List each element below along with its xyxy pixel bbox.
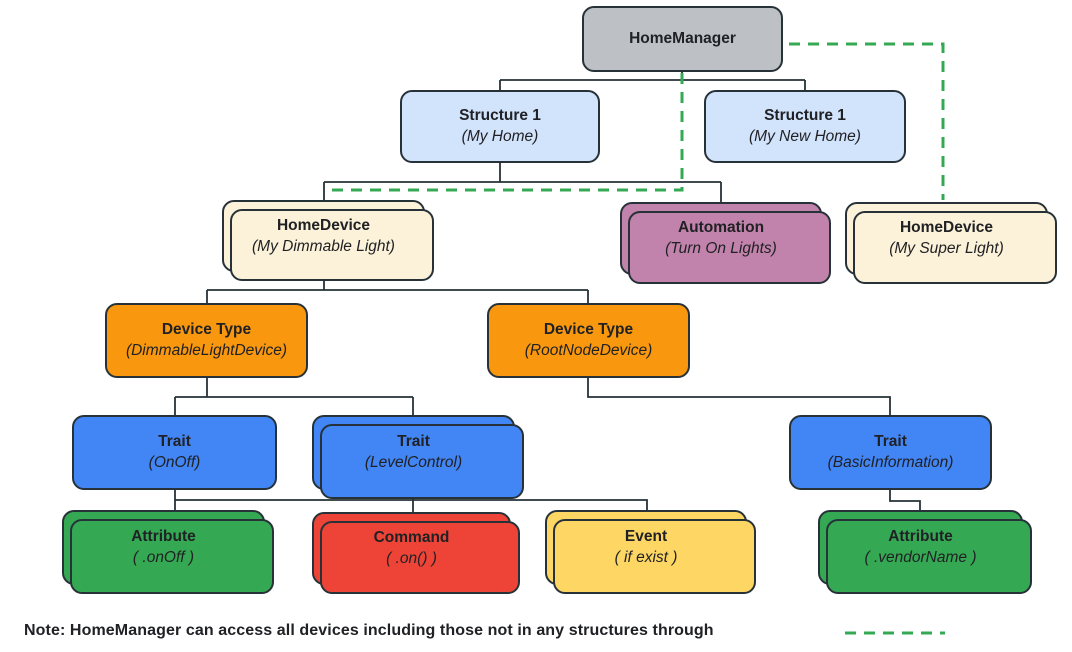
node-trait-levelcontrol: Trait (LevelControl): [312, 415, 524, 499]
node-label: HomeDevice: [899, 219, 994, 236]
node-sublabel: (My New Home): [749, 128, 861, 145]
node-sublabel: (My Home): [461, 128, 539, 145]
node-label: Automation: [677, 219, 765, 236]
node-sublabel: (BasicInformation): [827, 454, 954, 471]
node-label: Structure 1: [764, 107, 846, 124]
node-event-if-exist: Event ( if exist ): [545, 510, 756, 594]
node-home-device-super-light: HomeDevice (My Super Light): [845, 202, 1057, 284]
connector-devicetype-traits: [174, 378, 414, 415]
node-sublabel: (DimmableLightDevice): [125, 342, 288, 359]
node-command-on: Command ( .on() ): [312, 512, 520, 594]
connector-homemanager-structures: [499, 72, 806, 90]
dashed-homemanager-dimmablelight: [326, 73, 684, 192]
connector-rootnode-basicinformation: [587, 378, 891, 415]
node-device-type-rootnodedevice: Device Type (RootNodeDevice): [487, 303, 690, 378]
connector-basicinformation-vendorname: [889, 490, 921, 510]
node-label: HomeDevice: [276, 216, 371, 234]
node-label: Command: [373, 529, 450, 546]
node-label: Structure 1: [459, 107, 541, 124]
node-sublabel: ( .onOff ): [132, 549, 195, 566]
node-home-device-dimmable-light: HomeDevice (My Dimmable Light): [222, 200, 434, 281]
node-attribute-vendorname: Attribute ( .vendorName ): [818, 510, 1032, 594]
node-sublabel: ( .on() ): [386, 550, 437, 567]
node-sublabel: ( .vendorName ): [864, 549, 977, 566]
node-label: Device Type: [543, 321, 634, 338]
node-trait-basicinformation: Trait (BasicInformation): [789, 415, 992, 490]
node-label: Event: [624, 528, 668, 545]
connector-device-devicetypes: [206, 272, 589, 303]
node-structure-my-home: Structure 1 (My Home): [400, 90, 600, 163]
node-sublabel: (Turn On Lights): [665, 240, 777, 257]
node-attribute-onoff: Attribute ( .onOff ): [62, 510, 274, 594]
node-structure-my-new-home: Structure 1 (My New Home): [704, 90, 906, 163]
footnote-text: Note: HomeManager can access all devices…: [24, 622, 714, 639]
node-sublabel: ( if exist ): [614, 549, 678, 566]
node-sublabel: (LevelControl): [364, 454, 463, 471]
node-label: Trait: [158, 433, 191, 450]
node-sublabel: (OnOff): [148, 454, 201, 471]
node-label: Attribute: [131, 528, 196, 545]
node-label: Device Type: [161, 321, 252, 338]
node-device-type-dimmablelightdevice: Device Type (DimmableLightDevice): [105, 303, 308, 378]
connector-structure-devices: [323, 163, 722, 202]
node-home-manager: HomeManager: [582, 6, 783, 72]
node-sublabel: (My Super Light): [889, 240, 1004, 257]
node-label: Attribute: [888, 528, 953, 545]
node-label: Trait: [397, 433, 430, 450]
node-sublabel: (My Dimmable Light): [252, 237, 395, 255]
node-automation-turn-on-lights: Automation (Turn On Lights): [620, 202, 831, 284]
node-sublabel: (RootNodeDevice): [524, 342, 653, 359]
node-label: HomeManager: [629, 30, 736, 47]
node-trait-onoff: Trait (OnOff): [72, 415, 277, 490]
node-label: Trait: [874, 433, 907, 450]
dashed-homemanager-superlight: [789, 42, 945, 200]
